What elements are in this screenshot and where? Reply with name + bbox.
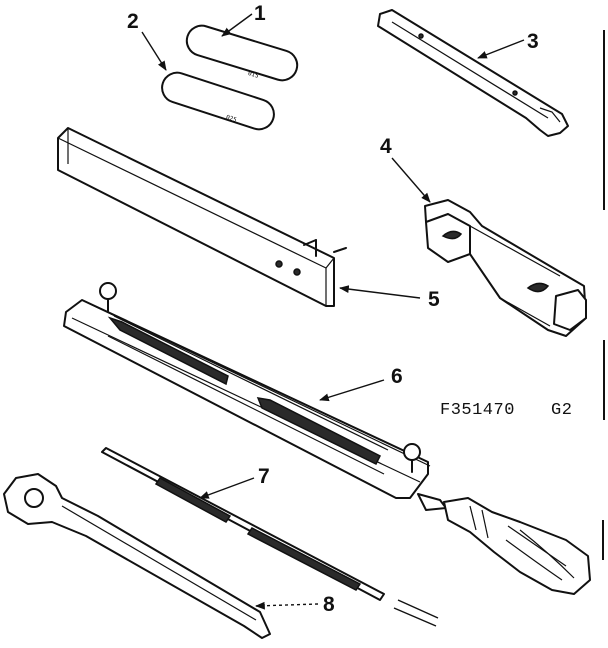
callout-1: 1 <box>221 2 266 37</box>
callout-3: 3 <box>477 30 539 59</box>
part-1-depth-gauge: 015 <box>185 24 299 82</box>
part-4-socket-wrench <box>424 199 587 337</box>
part-1-stamp: 015 <box>247 70 260 80</box>
part-8-offset-wrench <box>3 473 271 639</box>
callout-5: 5 <box>339 285 440 311</box>
callout-4: 4 <box>380 135 431 203</box>
part-2-depth-gauge: 025 <box>161 71 275 131</box>
callout-7-label: 7 <box>258 465 270 488</box>
callout-2: 2 <box>127 10 167 71</box>
page-edge-marks <box>602 30 605 560</box>
callout-8: 8 <box>255 593 335 616</box>
drawing-part-code: F351470 <box>440 401 515 420</box>
callout-7: 7 <box>199 465 270 499</box>
part-5-guide-bar <box>57 127 347 307</box>
part-6-file-guide-assembly <box>63 282 447 511</box>
callout-6-label: 6 <box>391 365 403 388</box>
callout-6: 6 <box>319 365 403 402</box>
callout-8-label: 8 <box>323 593 335 616</box>
part-3-scraper-tool <box>377 9 569 137</box>
callout-3-label: 3 <box>527 30 539 53</box>
callout-1-label: 1 <box>254 2 266 25</box>
callout-4-label: 4 <box>380 135 392 158</box>
drawing-revision: G2 <box>551 401 572 420</box>
callout-5-label: 5 <box>428 288 440 311</box>
part-2-stamp: 025 <box>225 114 238 124</box>
part-6-file-handle <box>443 497 591 595</box>
callout-2-label: 2 <box>127 10 139 33</box>
part-7-round-file <box>101 447 439 627</box>
